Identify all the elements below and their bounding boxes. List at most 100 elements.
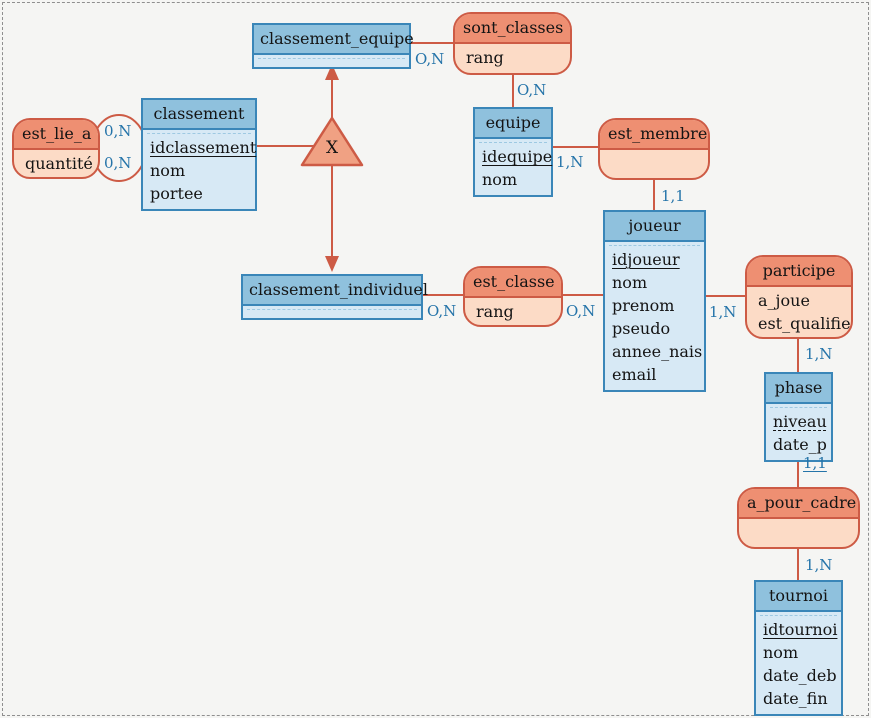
entity-attribute: date_fin bbox=[763, 687, 834, 710]
cardinality-equipe-est_membre: 1,N bbox=[556, 153, 584, 171]
entity-classement_individuel: classement_individuel bbox=[241, 274, 428, 320]
attribute-text: idequipe bbox=[482, 147, 553, 166]
attribute-text: date_p bbox=[773, 435, 827, 454]
relation-est_classe: est_classe rang bbox=[463, 266, 563, 327]
entity-attribute: nom bbox=[150, 159, 248, 182]
relation-attribute: a_joue bbox=[758, 289, 840, 312]
relation-attribute: rang bbox=[466, 46, 559, 69]
entity-attribute: portee bbox=[150, 182, 248, 205]
relation-title: est_membre bbox=[600, 120, 708, 150]
cardinality-phase-a_pour_cadre: 1,1 bbox=[803, 454, 827, 472]
relation-title: est_lie_a bbox=[14, 120, 98, 150]
entity-attribute: idjoueur bbox=[612, 248, 697, 271]
attribute-text: idtournoi bbox=[763, 620, 838, 639]
entity-attributes: idclassement nom portee bbox=[143, 133, 256, 209]
attribute-text: prenom bbox=[612, 296, 675, 315]
specialization-triangle-icon bbox=[300, 116, 364, 167]
entity-attributes: idequipe nom bbox=[475, 142, 552, 195]
entity-attributes bbox=[243, 309, 421, 318]
attribute-text: est_qualifie bbox=[758, 314, 851, 333]
relation-participe: participe a_joue est_qualifie bbox=[745, 255, 853, 339]
entity-attribute: idequipe bbox=[482, 145, 552, 168]
attribute-text: a_joue bbox=[758, 291, 810, 310]
entity-attribute: date_p bbox=[773, 433, 827, 456]
attribute-text: niveau bbox=[773, 412, 827, 431]
relation-title: est_classe bbox=[465, 268, 561, 298]
entity-attributes: niveau date_p bbox=[766, 407, 831, 460]
entity-attribute: nom bbox=[612, 271, 697, 294]
attribute-text: pseudo bbox=[612, 319, 671, 338]
entity-equipe: equipe idequipe nom bbox=[473, 107, 553, 197]
entity-attributes: idtournoi nom date_deb date_fin bbox=[756, 615, 841, 714]
entity-attribute: nom bbox=[482, 168, 544, 191]
attribute-text: nom bbox=[482, 170, 518, 189]
entity-tournoi: tournoi idtournoi nom date_deb date_fin bbox=[754, 580, 843, 716]
attribute-text: date_deb bbox=[763, 666, 837, 685]
relation-attribute: est_qualifie bbox=[758, 312, 851, 335]
relation-a_pour_cadre: a_pour_cadre bbox=[737, 487, 860, 549]
attribute-text: date_fin bbox=[763, 689, 828, 708]
cardinality-joueur-participe: 1,N bbox=[709, 303, 737, 321]
cardinality-participe-phase: 1,N bbox=[805, 345, 833, 363]
cardinality-a_pour_cadre-tournoi: 1,N bbox=[805, 556, 833, 574]
relation-title: a_pour_cadre bbox=[739, 489, 858, 519]
relation-attribute: quantité bbox=[25, 152, 93, 175]
relation-est_membre: est_membre bbox=[598, 118, 710, 180]
arrowhead-down-icon bbox=[325, 256, 339, 272]
attribute-text: idjoueur bbox=[612, 250, 680, 269]
attribute-text: annee_nais bbox=[612, 342, 703, 361]
relation-attributes bbox=[739, 519, 858, 547]
attribute-text: email bbox=[612, 365, 657, 384]
relation-attributes bbox=[600, 150, 708, 178]
attribute-text: nom bbox=[763, 643, 799, 662]
arrowhead-up-icon bbox=[325, 64, 339, 80]
relation-sont_classes: sont_classes rang bbox=[453, 12, 572, 75]
entity-classement_equipe: classement_equipe bbox=[252, 23, 414, 69]
cardinality-est_lie_a-1: 0,N bbox=[104, 122, 132, 140]
entity-title: equipe bbox=[475, 109, 551, 139]
entity-title: joueur bbox=[605, 212, 704, 242]
relation-attributes: rang bbox=[465, 298, 561, 325]
attribute-text: nom bbox=[150, 161, 186, 180]
attribute-text: idclassement bbox=[150, 138, 257, 157]
cardinality-est_lie_a-2: 0,N bbox=[104, 154, 132, 172]
entity-attribute: idtournoi bbox=[763, 618, 838, 641]
entity-attributes bbox=[254, 58, 409, 67]
attribute-text: portee bbox=[150, 184, 203, 203]
attribute-text: rang bbox=[466, 48, 504, 67]
relation-attributes: a_joue est_qualifie bbox=[747, 287, 851, 337]
entity-attribute: pseudo bbox=[612, 317, 697, 340]
cardinality-est_membre-joueur: 1,1 bbox=[661, 187, 685, 205]
attribute-text: quantité bbox=[25, 154, 93, 173]
attribute-text: nom bbox=[612, 273, 648, 292]
entity-attribute: niveau bbox=[773, 410, 827, 433]
relation-est_lie_a: est_lie_a quantité bbox=[12, 118, 100, 179]
entity-attributes: idjoueur nom prenom pseudo annee_nais em… bbox=[605, 245, 704, 390]
entity-title: classement_equipe bbox=[254, 25, 414, 55]
specialization-label: X bbox=[325, 138, 339, 158]
relation-attributes: rang bbox=[455, 44, 570, 73]
cardinality-est_classe-joueur: O,N bbox=[566, 302, 596, 320]
entity-attribute: annee_nais bbox=[612, 340, 702, 363]
entity-classement: classement idclassement nom portee bbox=[141, 98, 257, 211]
entity-attribute: email bbox=[612, 363, 697, 386]
entity-title: classement bbox=[143, 100, 255, 130]
entity-joueur: joueur idjoueur nom prenom pseudo annee_… bbox=[603, 210, 706, 392]
cardinality-classement_equipe-sont_classes: O,N bbox=[415, 50, 445, 68]
relation-title: sont_classes bbox=[455, 14, 570, 44]
cardinality-classement_individuel-est_classe: O,N bbox=[427, 302, 457, 320]
entity-attribute: date_deb bbox=[763, 664, 837, 687]
entity-title: phase bbox=[766, 374, 831, 404]
entity-attribute: nom bbox=[763, 641, 834, 664]
entity-attribute: idclassement bbox=[150, 136, 256, 159]
attribute-text: rang bbox=[476, 302, 514, 321]
relation-attribute: rang bbox=[476, 300, 550, 323]
entity-phase: phase niveau date_p bbox=[764, 372, 833, 462]
relation-attributes: quantité bbox=[14, 150, 98, 177]
cardinality-sont_classes-equipe: O,N bbox=[517, 81, 547, 99]
relation-title: participe bbox=[747, 257, 851, 287]
entity-title: tournoi bbox=[756, 582, 841, 612]
entity-title: classement_individuel bbox=[243, 276, 428, 306]
